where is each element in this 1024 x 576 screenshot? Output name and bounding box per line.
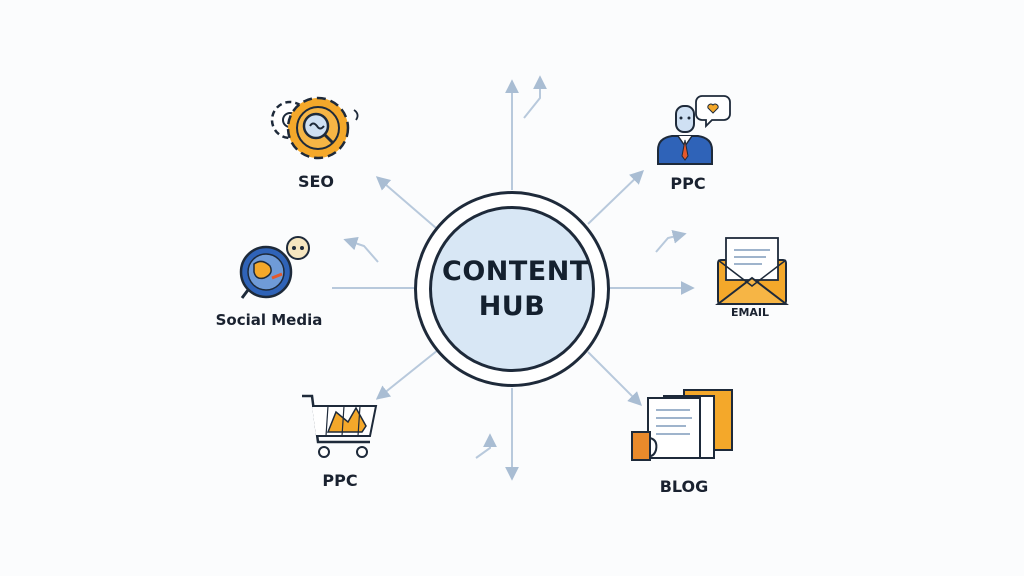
person-icon bbox=[657, 95, 731, 165]
small-arrow-4 bbox=[475, 433, 497, 459]
globe-icon bbox=[239, 236, 310, 299]
small-arrow-2 bbox=[655, 229, 687, 253]
arrow-upper-left bbox=[375, 176, 437, 229]
small-arrow-1 bbox=[343, 236, 379, 263]
gear-icon bbox=[270, 96, 359, 160]
arrow-upper-right bbox=[587, 170, 645, 225]
content-hub-inner: CONTENT HUB bbox=[429, 206, 595, 372]
arrow-lower-left bbox=[375, 349, 439, 400]
label-ppc-bottom: PPC bbox=[322, 471, 358, 490]
label-seo: SEO bbox=[297, 172, 335, 191]
label-email: EMAIL bbox=[730, 306, 770, 319]
label-blog: BLOG bbox=[659, 477, 709, 496]
shopping-cart-icon bbox=[302, 394, 378, 458]
hub-title: CONTENT HUB bbox=[442, 256, 589, 322]
arrow-lower-right bbox=[587, 351, 642, 406]
small-arrow-3 bbox=[523, 75, 547, 119]
envelope-icon bbox=[715, 237, 789, 305]
content-hub: CONTENT HUB bbox=[414, 191, 610, 387]
documents-icon bbox=[631, 389, 733, 461]
label-ppc-top: PPC bbox=[670, 174, 706, 193]
label-social-media: Social Media bbox=[215, 311, 323, 329]
